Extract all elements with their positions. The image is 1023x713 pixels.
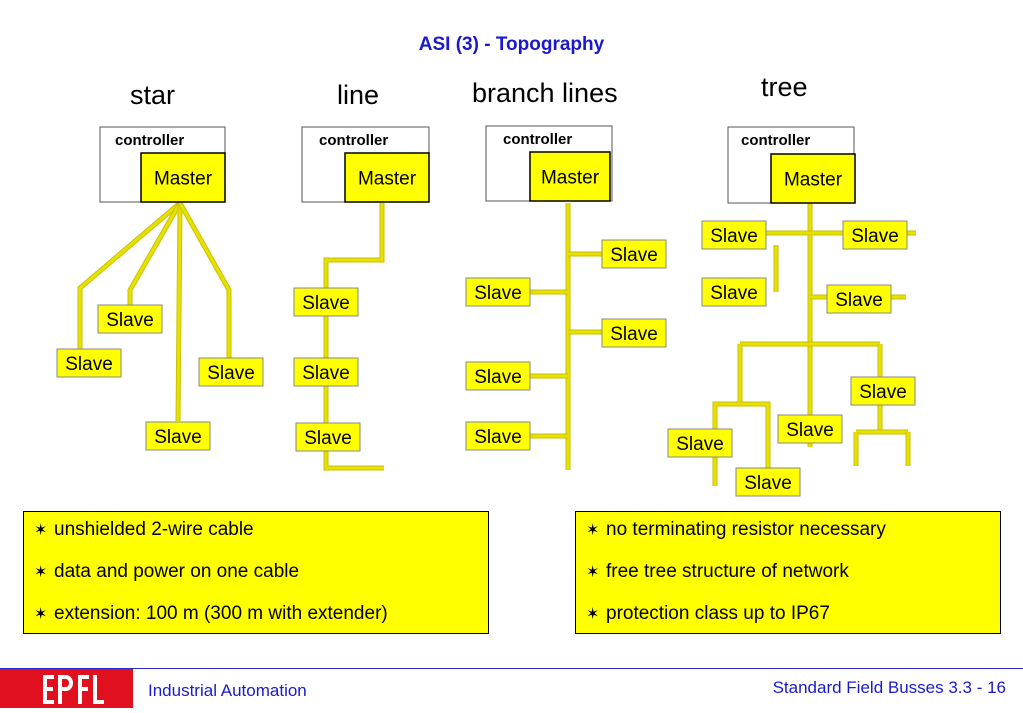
slave-node: [777, 414, 843, 444]
master-label: Master: [541, 168, 600, 189]
master-node: [140, 152, 226, 203]
feature-item: ✶unshielded 2-wire cable: [34, 519, 254, 540]
slave-label: Slave: [710, 283, 758, 304]
network-features-box: ✶no terminating resistor necessary ✶free…: [575, 511, 1001, 634]
slave-node: [850, 376, 916, 406]
topology-label-branch: branch lines: [472, 78, 618, 108]
slave-node: [701, 220, 767, 250]
slave-node: [465, 277, 531, 307]
master-label: Master: [784, 170, 843, 191]
slave-label: Slave: [302, 363, 350, 384]
slave-label: Slave: [65, 354, 113, 375]
feature-item: ✶extension: 100 m (300 m with extender): [34, 603, 388, 624]
footer-course-name: Industrial Automation: [148, 681, 307, 700]
star-cable: [176, 202, 182, 422]
slave-node: [826, 284, 892, 314]
slave-node: [701, 277, 767, 307]
slave-node: [601, 318, 667, 348]
slave-label: Slave: [710, 226, 758, 247]
slave-label: Slave: [304, 428, 352, 449]
slave-label: Slave: [835, 290, 883, 311]
slave-label: Slave: [106, 310, 154, 331]
slave-node: [198, 357, 264, 387]
star-cable: [177, 201, 232, 360]
master-label: Master: [358, 169, 417, 190]
slave-node: [293, 357, 359, 387]
slave-label: Slave: [474, 283, 522, 304]
master-label: Master: [154, 169, 213, 190]
tree-cable: [740, 401, 771, 468]
star-bullet-icon: ✶: [34, 522, 48, 539]
footer-divider: [0, 668, 1023, 669]
star-bullet-icon: ✶: [586, 564, 600, 581]
slave-label: Slave: [786, 420, 834, 441]
slave-label: Slave: [610, 245, 658, 266]
feature-item: ✶free tree structure of network: [586, 561, 849, 582]
slave-node: [293, 287, 359, 317]
slave-node: [56, 348, 122, 378]
master-node: [770, 153, 856, 204]
tree-cable: [712, 344, 743, 486]
slave-label: Slave: [744, 473, 792, 494]
star-bullet-icon: ✶: [586, 522, 600, 539]
slave-label: Slave: [859, 382, 907, 403]
slave-label: Slave: [474, 367, 522, 388]
line-cable: [324, 203, 384, 470]
topology-label-line: line: [337, 80, 380, 110]
controller-label: controller: [741, 132, 810, 149]
slave-label: Slave: [676, 434, 724, 455]
slave-node: [601, 239, 667, 269]
slave-node: [667, 428, 733, 458]
cable-layer: [77, 201, 916, 486]
slave-node: [465, 361, 531, 391]
controller-label: controller: [115, 132, 184, 149]
controller-label: controller: [319, 132, 388, 149]
feature-item: ✶no terminating resistor necessary: [586, 519, 886, 540]
slave-label: Slave: [207, 363, 255, 384]
slave-node: [145, 421, 211, 451]
master-node: [529, 151, 611, 202]
slave-node: [735, 467, 801, 497]
tree-cable: [740, 402, 770, 468]
master-node: [344, 152, 430, 203]
feature-item: ✶protection class up to IP67: [586, 603, 830, 624]
star-bullet-icon: ✶: [34, 606, 48, 623]
tree-cable: [713, 344, 742, 486]
slide-title: ASI (3) - Topography: [418, 34, 605, 55]
slave-node: [842, 220, 908, 250]
slave-label: Slave: [610, 324, 658, 345]
topology-label-star: star: [130, 80, 176, 110]
epfl-logo: [0, 669, 133, 708]
slave-label: Slave: [302, 293, 350, 314]
epfl-logo-mark: [43, 675, 104, 704]
topology-label-tree: tree: [761, 72, 808, 102]
slave-label: Slave: [851, 226, 899, 247]
cable-features-box: ✶unshielded 2-wire cable ✶data and power…: [23, 511, 489, 634]
controller-label: controller: [503, 131, 572, 148]
slave-node: [295, 422, 361, 452]
slave-node: [97, 304, 163, 334]
star-bullet-icon: ✶: [586, 606, 600, 623]
star-cable: [78, 201, 181, 350]
slave-label: Slave: [474, 427, 522, 448]
star-cable: [128, 202, 182, 306]
feature-item: ✶data and power on one cable: [34, 561, 300, 582]
slave-label: Slave: [154, 427, 202, 448]
star-bullet-icon: ✶: [34, 564, 48, 581]
star-cable: [178, 202, 231, 360]
footer-page-ref: Standard Field Busses 3.3 - 16: [772, 678, 1006, 697]
slave-node: [465, 421, 531, 451]
